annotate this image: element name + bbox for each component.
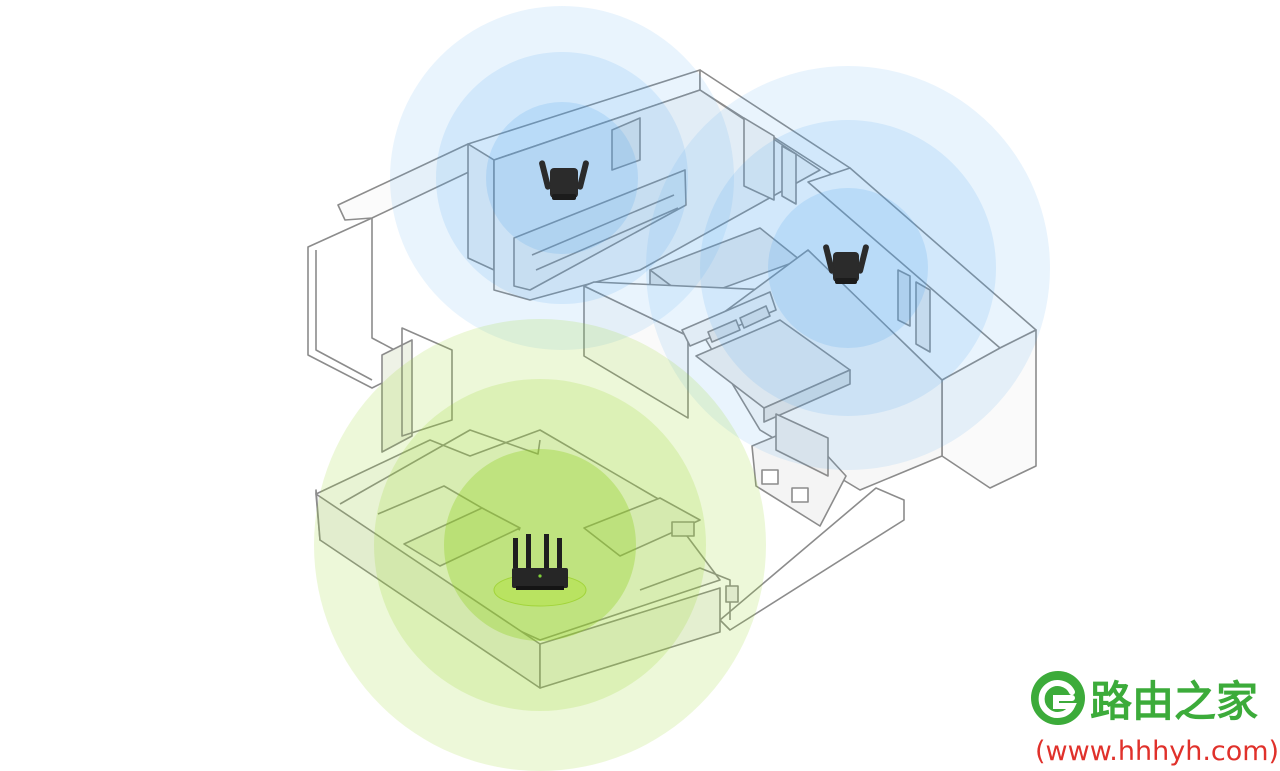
bedroom-picture-2 — [915, 281, 931, 353]
tv-stand-drawer-2 — [791, 487, 809, 503]
front-room-sofa — [403, 507, 521, 567]
wall-door-1 — [743, 117, 775, 201]
brand-logo — [1031, 671, 1085, 725]
router-coverage-middle — [374, 379, 706, 711]
front-room-inner-wall-a — [339, 429, 541, 505]
front-room-vent — [671, 521, 695, 537]
entry-door-frame — [401, 327, 453, 437]
front-room-switch — [725, 585, 739, 603]
signal-coverage-layer — [314, 6, 1050, 771]
left-wall-inner — [315, 250, 373, 381]
cabinet-shelf-line-2 — [535, 207, 679, 271]
tv-stand-drawer-1 — [761, 469, 779, 485]
apartment-floor-plan — [307, 69, 1037, 689]
router-icon — [512, 534, 568, 590]
watermark-url: (www.hhhyh.com) — [1035, 736, 1279, 767]
wall-picture-1 — [611, 117, 641, 171]
bedroom-bed-side — [763, 369, 851, 423]
watermark: 路由之家 (www.hhhyh.com) — [1031, 671, 1279, 767]
router-coverage-outer — [314, 319, 766, 771]
front-room-front-wall — [539, 587, 721, 689]
pillow-right — [739, 305, 771, 329]
pillow-left — [707, 319, 741, 343]
router-coverage-inner — [444, 449, 636, 641]
right-lower-wall — [719, 487, 905, 631]
wall-door-2 — [781, 145, 797, 205]
front-room-table — [583, 497, 701, 557]
tv-screen — [775, 413, 829, 477]
bedroom-headboard — [681, 291, 777, 347]
wifi-extender-icon — [539, 160, 589, 200]
watermark-brand: 路由之家 — [1090, 677, 1258, 726]
bedroom-picture-1 — [897, 269, 911, 327]
wifi-extender-icon — [823, 244, 869, 284]
router-coverage — [314, 319, 766, 771]
left-wall-top — [337, 143, 495, 221]
cabinet-shelf-line-1 — [531, 194, 675, 256]
